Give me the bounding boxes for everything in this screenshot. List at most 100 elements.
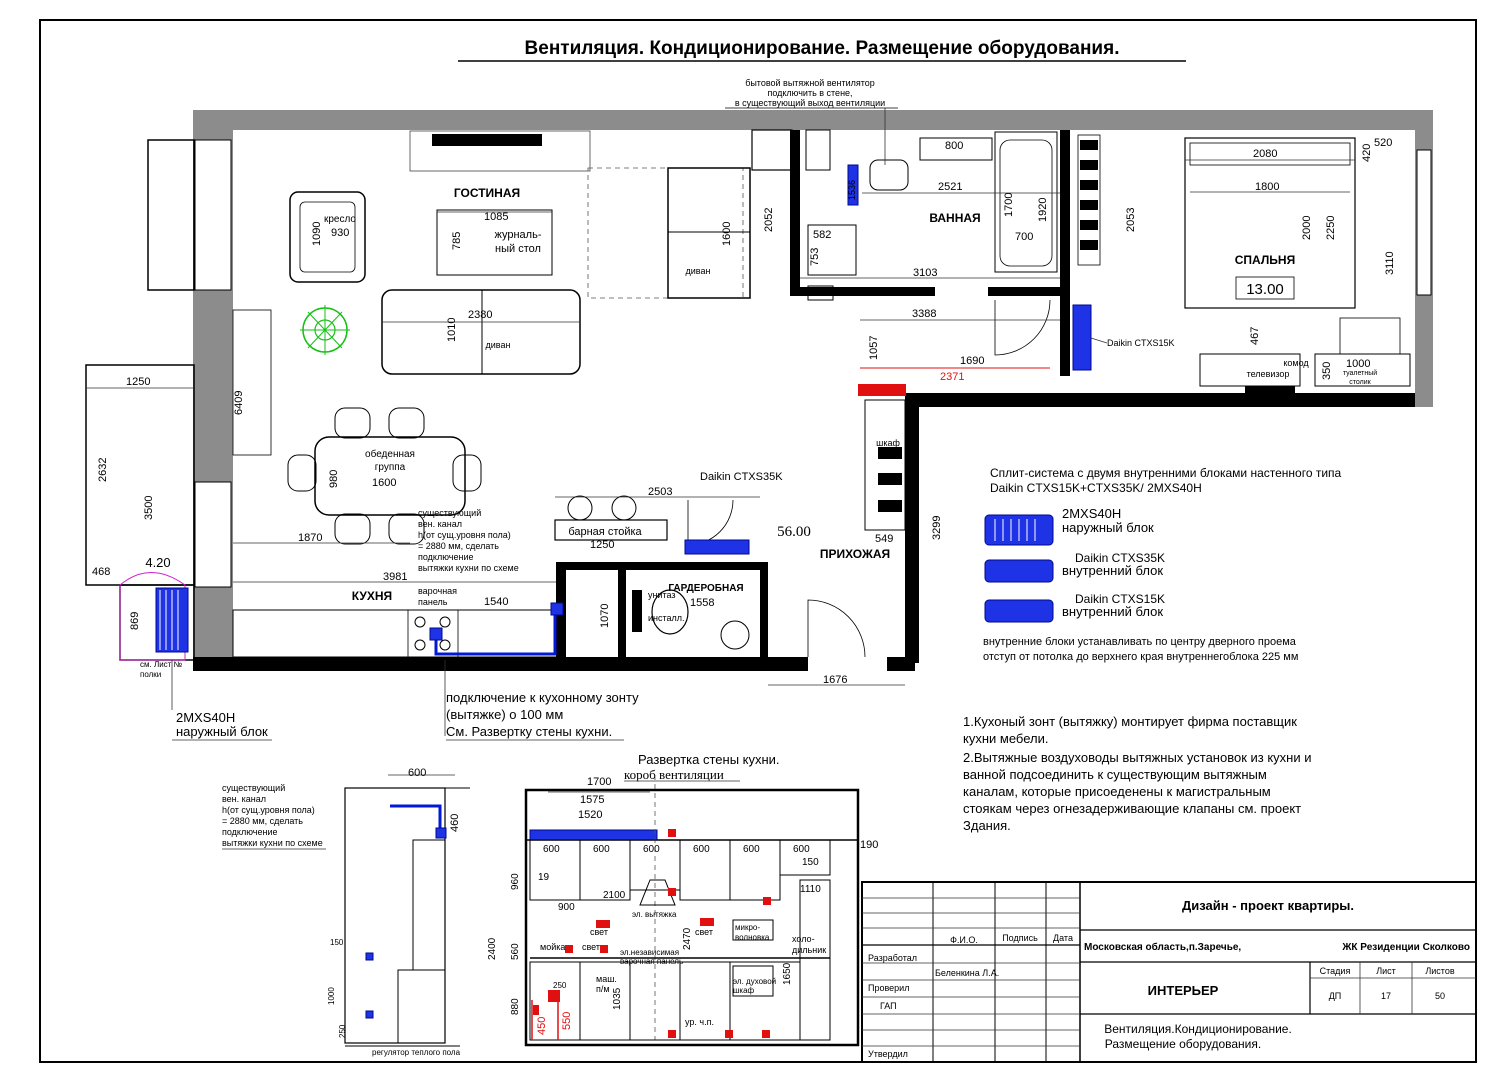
note-line-7: Здания.	[963, 818, 1011, 833]
side-note-2: вен. канал	[222, 794, 266, 804]
dim-1057: 1057	[868, 336, 880, 360]
fan-note-3: в существующий выход вентиляции	[735, 98, 885, 108]
hood-note-2: (вытяжке) о 100 мм	[446, 707, 563, 722]
elev-dim-900: 900	[558, 902, 575, 913]
wall-bath-left	[790, 130, 800, 295]
note-line-4: ванной подсоединить к существующим вытяж…	[963, 767, 1267, 782]
note-line-2: кухни мебели.	[963, 731, 1048, 746]
dim-785: 785	[451, 232, 463, 250]
elev-cab-4: 600	[693, 844, 710, 855]
window-right	[1416, 149, 1432, 296]
room-label-living: ГОСТИНАЯ	[454, 186, 520, 200]
wall-top	[193, 110, 1415, 130]
dim-3981: 3981	[383, 571, 407, 583]
elev-cab-5: 600	[743, 844, 760, 855]
dim-549: 549	[875, 533, 893, 545]
dim-3110: 3110	[1384, 251, 1396, 275]
elev-dim-560: 560	[510, 943, 521, 960]
stamp-v-sheet: 17	[1381, 991, 1391, 1001]
bar-counter	[554, 519, 668, 541]
room-label-bedroom: СПАЛЬНЯ	[1235, 253, 1295, 267]
plan-dimensions: 1085 785 930 1090 2380 1010 6409 1250 26…	[86, 137, 1396, 686]
elev-subtitle: короб вентиляции	[624, 767, 724, 782]
armchair	[289, 191, 366, 283]
bath-sink	[919, 137, 993, 161]
stamp-role-gap: ГАП	[880, 1001, 897, 1011]
kitchen-elevation: Развертка стены кухни. короб вентиляции …	[487, 752, 878, 1047]
elev-dim-450: 450	[536, 1017, 548, 1035]
elev-cab-6: 600	[793, 844, 810, 855]
label-sofa-side: диван	[686, 266, 711, 276]
elev-micro-1: микро-	[735, 923, 760, 932]
sofa-living	[381, 289, 581, 375]
elev-floor: ур. ч.п.	[685, 1017, 714, 1027]
stamp-location: Московская область,п.Заречье,	[1084, 941, 1241, 953]
duct-note-2: вен. канал	[418, 519, 462, 529]
dim-1700: 1700	[1003, 193, 1015, 217]
elev-dim-250: 250	[553, 981, 567, 990]
duct-note-4: = 2880 мм, сделать	[418, 541, 499, 551]
label-commode: комод	[1283, 358, 1309, 368]
outdoor-label-2: наружный блок	[176, 724, 268, 739]
partition-shaft	[751, 129, 793, 171]
floor-plan	[85, 108, 1433, 671]
label-toilet-1: унитаз	[648, 590, 676, 600]
elev-hood	[639, 879, 676, 906]
tv-unit	[432, 134, 542, 146]
duct-note-1: существующий	[418, 508, 481, 518]
elev-hob-1: эл.независимая	[620, 948, 679, 957]
elev-cab-3: 600	[643, 844, 660, 855]
elev-oven-2: шкаф	[733, 986, 755, 995]
outdoor-label-1: 2MXS40H	[176, 710, 235, 725]
side-dim-250: 250	[338, 1024, 347, 1038]
dim-2053: 2053	[1125, 208, 1137, 232]
legend-note-2: отступ от потолка до верхнего края внутр…	[983, 651, 1298, 663]
bathtub	[994, 131, 1058, 273]
label-vanity-2: столик	[1349, 379, 1371, 386]
area-balcony: 4.20	[145, 555, 170, 570]
legend: Сплит-система с двумя внутренними блокам…	[983, 466, 1342, 663]
legend-indoor-15-icon	[984, 599, 1054, 623]
elev-dim-960: 960	[510, 873, 521, 890]
legend-item-1-desc: наружный блок	[1062, 520, 1154, 535]
elev-light-1: свет	[590, 927, 608, 937]
dim-1010: 1010	[446, 318, 458, 342]
plant-icon	[300, 305, 350, 355]
sheet-frame	[39, 19, 1477, 1063]
area-bedroom: 13.00	[1246, 281, 1284, 298]
dim-1085: 1085	[484, 211, 508, 223]
loggia-top	[147, 139, 195, 291]
dim-2380: 2380	[468, 309, 492, 321]
hood-note-1: подключение к кухонному зонту	[446, 690, 639, 705]
label-armchair: кресло	[324, 214, 356, 225]
fan-note-1: бытовой вытяжной вентилятор	[745, 78, 875, 88]
stamp-project: Дизайн - проект квартиры.	[1182, 898, 1354, 913]
dim-420: 420	[1361, 144, 1373, 162]
dim-1676: 1676	[823, 674, 847, 686]
entrance-red-mark	[858, 384, 906, 396]
note-line-5: каналам, которые присоеденены к магистра…	[963, 784, 1271, 799]
radiator-bedroom	[1077, 134, 1101, 266]
elev-dim-2100: 2100	[603, 890, 626, 901]
label-cabinet: шкаф	[876, 438, 900, 448]
tv-wall	[409, 130, 591, 172]
dim-1540: 1540	[484, 596, 508, 608]
elev-micro-2: волновка	[735, 933, 770, 942]
wall-bottom-left	[193, 657, 808, 671]
stamp-developer: Беленкина Л.А.	[935, 968, 999, 978]
dim-1250b: 1250	[590, 539, 614, 551]
legend-heading-1: Сплит-система с двумя внутренними блокам…	[990, 466, 1342, 480]
elev-light-3: свет	[582, 942, 600, 952]
side-note-6: вытяжки кухни по схеме	[222, 838, 323, 848]
wall-bedroom-left	[1060, 296, 1070, 376]
balcony-note-2: полки	[140, 670, 161, 679]
elev-title: Развертка стены кухни.	[638, 752, 780, 767]
window-left-2	[194, 481, 232, 588]
dim-3103: 3103	[913, 267, 937, 279]
stamp-v-stage: ДП	[1329, 991, 1342, 1001]
legend-item-3-model: Daikin CTXS15K	[1075, 592, 1165, 606]
side-note-1: существующий	[222, 783, 285, 793]
ac-unit-ctxs15k	[1072, 304, 1092, 371]
legend-item-1-model: 2MXS40H	[1062, 506, 1121, 521]
